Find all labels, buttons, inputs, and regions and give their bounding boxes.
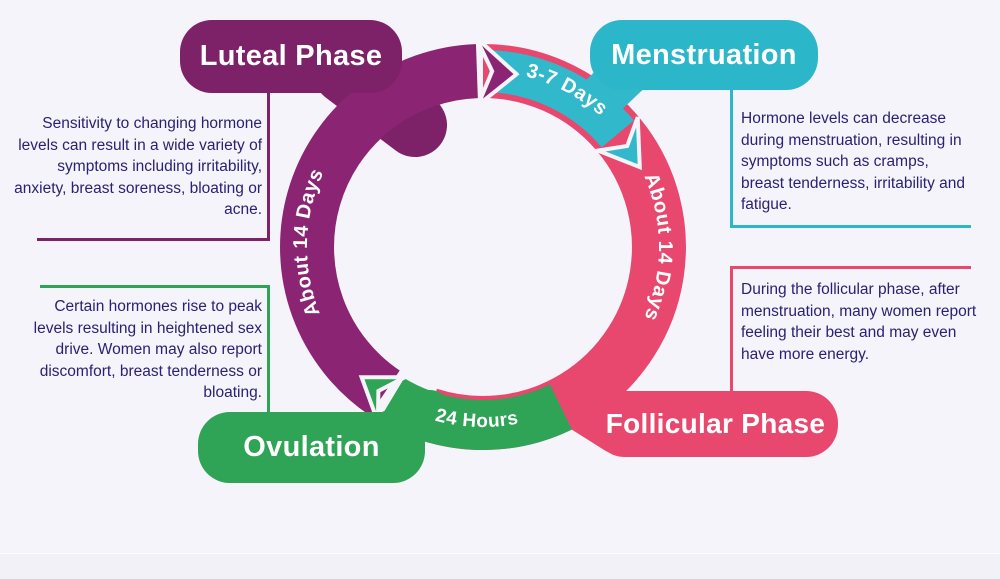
menstruation-badge: Menstruation (590, 20, 818, 90)
menstruation-callout-frame (730, 88, 971, 228)
ovulation-arc (378, 377, 572, 450)
follicular-callout-frame (730, 266, 971, 395)
ovulation-title: Ovulation (243, 431, 380, 463)
menstruation-description: Hormone levels can decrease during menst… (741, 110, 966, 213)
luteal-phase-badge: Luteal Phase (180, 20, 402, 93)
luteal-arrow-icon (473, 35, 520, 107)
follicular-phase-badge: Follicular Phase (593, 391, 838, 457)
luteal-callout-frame (37, 93, 270, 241)
luteal-phase-description: Sensitivity to changing hormone levels c… (14, 115, 262, 218)
menstruation-title: Menstruation (611, 38, 797, 71)
ovulation-arrow-icon (358, 375, 406, 423)
ovulation-description: Certain hormones rise to peak levels res… (33, 298, 262, 401)
follicular-phase-title: Follicular Phase (605, 408, 826, 439)
luteal-phase-title: Luteal Phase (199, 40, 383, 72)
follicular-phase-description: During the follicular phase, after menst… (741, 281, 977, 363)
ovulation-callout-frame (40, 285, 270, 416)
menstruation-arrow-icon (590, 116, 642, 171)
ovulation-badge: Ovulation (198, 412, 425, 483)
luteal-arc (280, 44, 479, 416)
bottom-edge-strip (0, 553, 1000, 579)
